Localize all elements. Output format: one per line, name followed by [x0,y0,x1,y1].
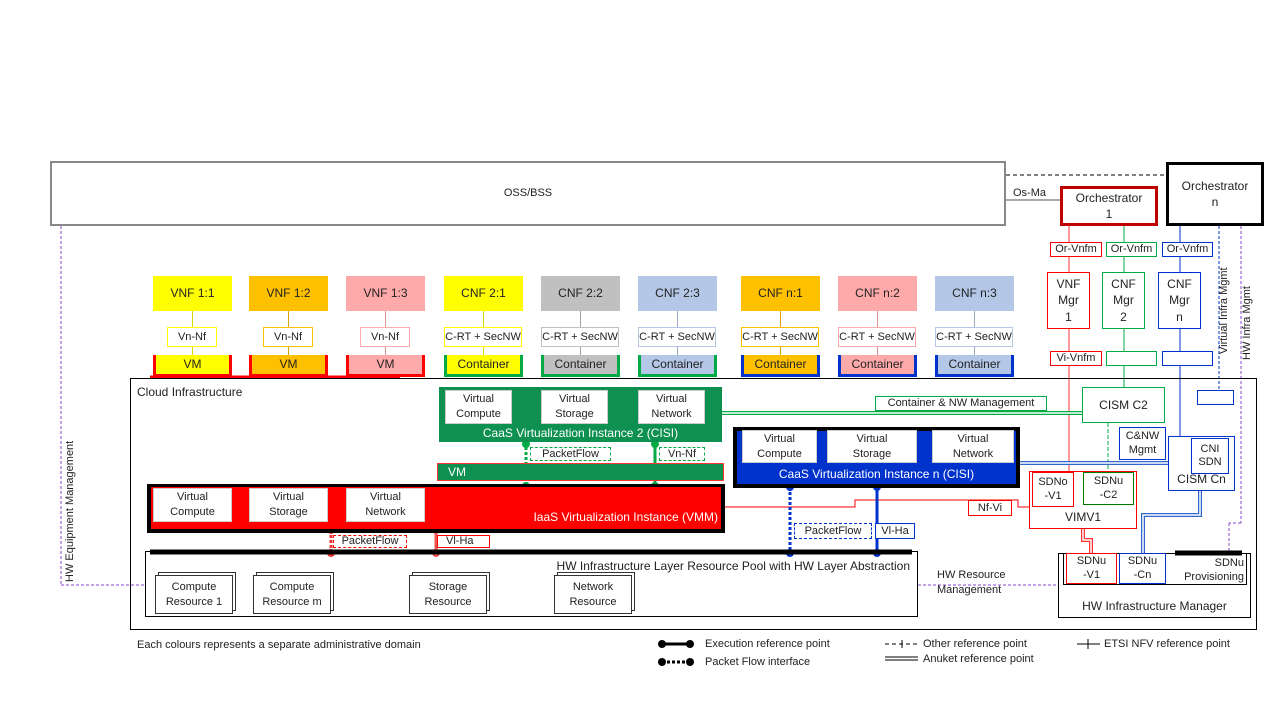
caas2-virtual-compute[interactable]: Virtual Compute [445,390,512,424]
host-box[interactable]: Container [638,355,717,377]
iaas-virtual-compute[interactable]: Virtual Compute [153,488,232,522]
iaas-virtual-network[interactable]: Virtual Network [346,488,425,522]
interface-label: Vn-Nf [263,327,313,347]
vl-ha-label-red: Vl-Ha [437,535,490,548]
caasn-virtual-network[interactable]: Virtual Network [932,430,1014,463]
legend-other: Other reference point [923,638,1027,650]
hw-equipment-management-label: HW Equipment Management [64,440,76,582]
host-box[interactable]: Container [541,355,620,377]
sdnu-c2[interactable]: SDNu -C2 [1083,472,1134,505]
interface-label: C-RT + SecNW [741,327,819,347]
oss-bss-box[interactable]: OSS/BSS [50,161,1006,226]
host-box[interactable]: Container [741,355,820,377]
hw-resource-management-label: HW Resource Management [937,569,1006,596]
cnw-mgmt-box[interactable]: C&NW Mgmt [1119,427,1166,460]
iaas-label: IaaS Virtualization Instance (VMM) [533,510,718,524]
iaas-instance[interactable] [147,484,725,533]
vnf-manager-1[interactable]: VNF Mgr 1 [1047,272,1090,329]
host-box[interactable]: VM [153,355,232,377]
or-vnfm-1: Or-Vnfm [1050,242,1102,257]
host-box[interactable]: VM [249,355,328,377]
interface-label: C-RT + SecNW [444,327,522,347]
interface-label: C-RT + SecNW [838,327,916,347]
interface-label: C-RT + SecNW [638,327,716,347]
function-box[interactable]: CNF n:2 [838,276,917,311]
function-box[interactable]: CNF 2:3 [638,276,717,311]
function-box[interactable]: CNF n:1 [741,276,820,311]
cloud-infrastructure-label: Cloud Infrastructure [137,385,243,399]
function-box[interactable]: CNF 2:1 [444,276,523,311]
orchestrator-1[interactable]: Orchestrator 1 [1060,186,1158,226]
compute-resource-m[interactable]: Compute Resource m [253,575,331,614]
interface-label: C-RT + SecNW [935,327,1013,347]
vi-vnfm-n [1162,351,1213,366]
hw-infrastructure-layer [145,551,918,617]
function-box[interactable]: CNF 2:2 [541,276,620,311]
caasn-label: CaaS Virtualization Instance n (CISI) [778,467,975,481]
cnf-manager-2[interactable]: CNF Mgr 2 [1102,272,1145,329]
sdno-v1[interactable]: SDNo -V1 [1032,472,1074,507]
cism-c2[interactable]: CISM C2 [1082,387,1165,423]
cni-sdn-box[interactable]: CNI SDN [1191,438,1229,474]
or-vnfm-n: Or-Vnfm [1162,242,1213,257]
cloud-infrastructure-box [130,378,1257,630]
function-box[interactable]: VNF 1:3 [346,276,425,311]
sdnu-provisioning[interactable]: SDNu Provisioning [1184,557,1244,584]
function-box[interactable]: CNF n:3 [935,276,1014,311]
caas2-virtual-storage[interactable]: Virtual Storage [541,390,608,424]
legend-packet-flow: Packet Flow interface [705,656,811,668]
host-box[interactable]: VM [346,355,425,377]
or-vnfm-2: Or-Vnfm [1106,242,1157,257]
vn-nf-label-green: Vn-Nf [659,447,705,461]
iaas-virtual-storage[interactable]: Virtual Storage [249,488,328,522]
cism-blank-box [1197,390,1234,405]
storage-resource[interactable]: Storage Resource [409,575,487,614]
virtual-infra-mgmt-label: Virtual Infra Mgmt [1218,267,1230,354]
sdnu-container [1063,553,1247,585]
packetflow-label-blue: PacketFlow [794,523,872,539]
function-box[interactable]: VNF 1:2 [249,276,328,311]
hw-layer-label: HW Infrastructure Layer Resource Pool wi… [556,559,910,573]
interface-label: Vn-Nf [167,327,217,347]
sdnu-v1[interactable]: SDNu -V1 [1066,553,1117,584]
vi-vnfm-1: Vi-Vnfm [1050,351,1102,366]
network-resource[interactable]: Network Resource [554,575,632,614]
function-box[interactable]: VNF 1:1 [153,276,232,311]
caasn-virtual-compute[interactable]: Virtual Compute [742,430,817,463]
nf-vi-label: Nf-Vi [968,500,1012,516]
sdnu-cn[interactable]: SDNu -Cn [1119,553,1166,584]
host-box[interactable]: Container [935,355,1014,377]
os-ma-label: Os-Ma [1013,187,1046,199]
legend-execution: Execution reference point [705,638,830,650]
vm-bar[interactable]: VM [437,463,724,481]
caas2-label: CaaS Virtualization Instance 2 (CISI) [482,426,679,440]
packetflow-label-red: PacketFlow [333,535,407,548]
compute-resource-1[interactable]: Compute Resource 1 [155,575,233,614]
caas2-virtual-network[interactable]: Virtual Network [638,390,705,424]
host-box[interactable]: Container [838,355,917,377]
caasn-virtual-storage[interactable]: Virtual Storage [827,430,917,463]
packetflow-label-green: PacketFlow [530,447,611,461]
interface-label: Vn-Nf [360,327,410,347]
interface-label: C-RT + SecNW [541,327,619,347]
vl-ha-label-blue: Vl-Ha [875,523,915,539]
hw-infra-mgmt-label: HW Infra Mgmt [1241,286,1253,360]
legend-note: Each colours represents a separate admin… [137,639,421,651]
vi-vnfm-2 [1106,351,1157,366]
legend-etsi: ETSI NFV reference point [1104,638,1230,650]
legend-anuket: Anuket reference point [923,653,1034,665]
host-box[interactable]: Container [444,355,523,377]
cnf-manager-n[interactable]: CNF Mgr n [1158,272,1201,329]
container-nw-management-label: Container & NW Management [875,396,1047,411]
orchestrator-n[interactable]: Orchestrator n [1166,162,1264,226]
